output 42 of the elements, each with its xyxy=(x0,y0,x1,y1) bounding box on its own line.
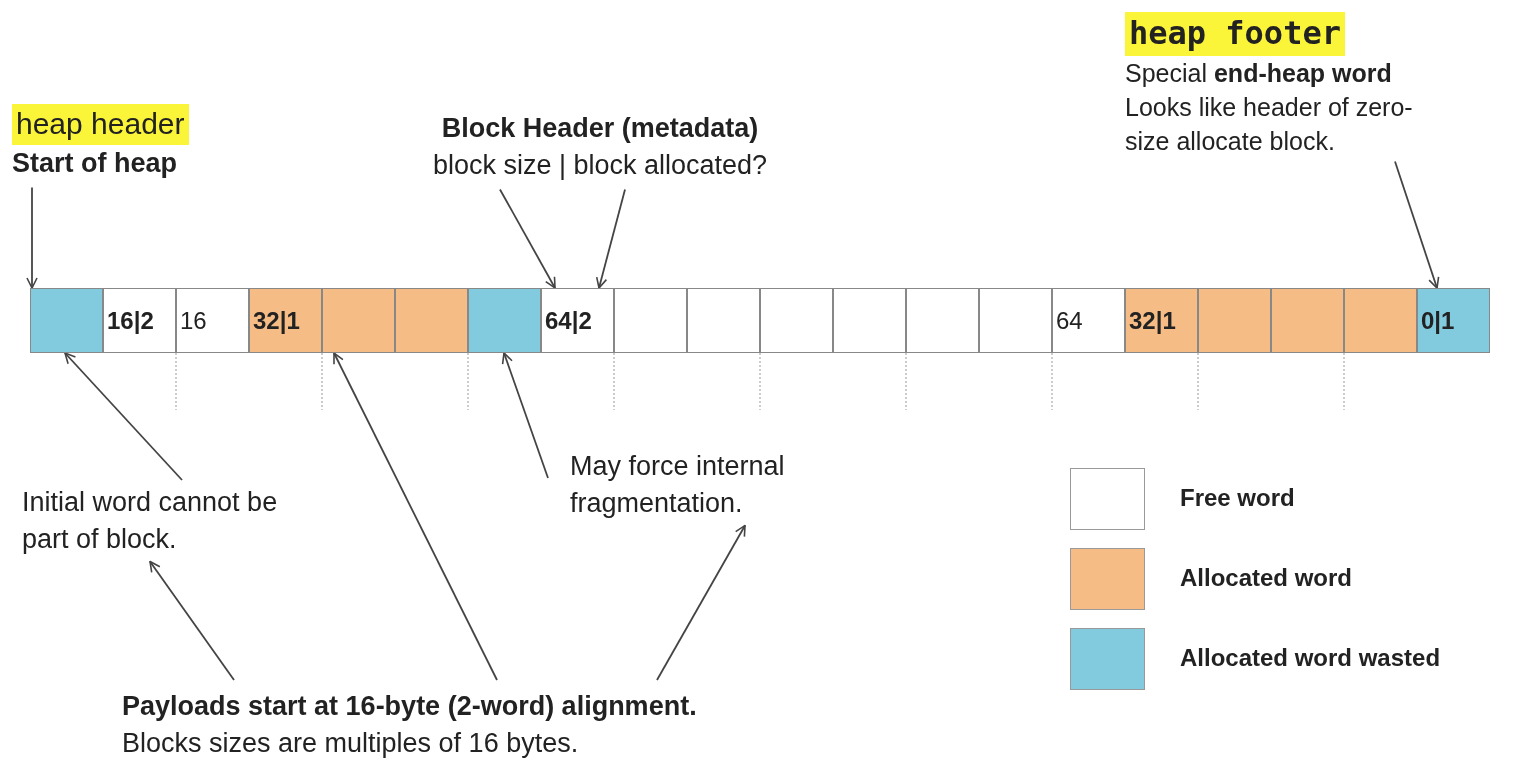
arrow xyxy=(149,560,235,681)
memory-word-cell xyxy=(1198,288,1271,353)
memory-word-cell xyxy=(979,288,1052,353)
memory-word-cell xyxy=(322,288,395,353)
arrow xyxy=(499,188,556,289)
memory-word-cell xyxy=(468,288,541,353)
arrow xyxy=(26,186,38,289)
memory-word-cell xyxy=(1271,288,1344,353)
memory-word-cell: 16 xyxy=(176,288,249,353)
annotation-text: Blocks sizes are multiples of 16 bytes. xyxy=(122,726,580,760)
memory-word-cell xyxy=(833,288,906,353)
highlighted-heading: heap footer xyxy=(1125,12,1345,56)
memory-word-cell: 32|1 xyxy=(1125,288,1198,353)
arrow xyxy=(333,352,498,681)
legend-label: Allocated word xyxy=(1180,564,1353,592)
annotation-heading: Start of heap xyxy=(12,146,179,180)
annotation-text: May force internal fragmentation. xyxy=(570,450,786,520)
memory-word-cell xyxy=(1344,288,1417,353)
memory-word-cell xyxy=(760,288,833,353)
arrow xyxy=(64,352,183,481)
memory-word-cell xyxy=(614,288,687,353)
arrow xyxy=(501,352,549,479)
annotation-heading: Block Header (metadata) xyxy=(440,112,760,145)
memory-word-cell: 64|2 xyxy=(541,288,614,353)
memory-word-cell: 0|1 xyxy=(1417,288,1490,353)
memory-word-cell: 32|1 xyxy=(249,288,322,353)
arrow xyxy=(595,188,626,289)
legend-label: Allocated word wasted xyxy=(1180,644,1441,672)
arrow xyxy=(1394,160,1440,289)
memory-word-cell xyxy=(687,288,760,353)
arrow xyxy=(656,524,746,681)
annotation-text: Special end-heap word Looks like header of zero-size allocate block. xyxy=(1125,57,1414,157)
memory-word-cell: 16|2 xyxy=(103,288,176,353)
highlighted-heading: heap header xyxy=(12,104,189,145)
legend-label: Free word xyxy=(1180,484,1295,512)
memory-word-cell xyxy=(30,288,103,353)
memory-word-cell xyxy=(395,288,468,353)
annotation-heading: Payloads start at 16-byte (2-word) alignment. xyxy=(122,690,698,723)
annotation-text: Initial word cannot be part of block. xyxy=(22,486,279,556)
memory-word-cell xyxy=(906,288,979,353)
annotation-text: block size | block allocated? xyxy=(431,148,769,182)
memory-word-cell: 64 xyxy=(1052,288,1125,353)
